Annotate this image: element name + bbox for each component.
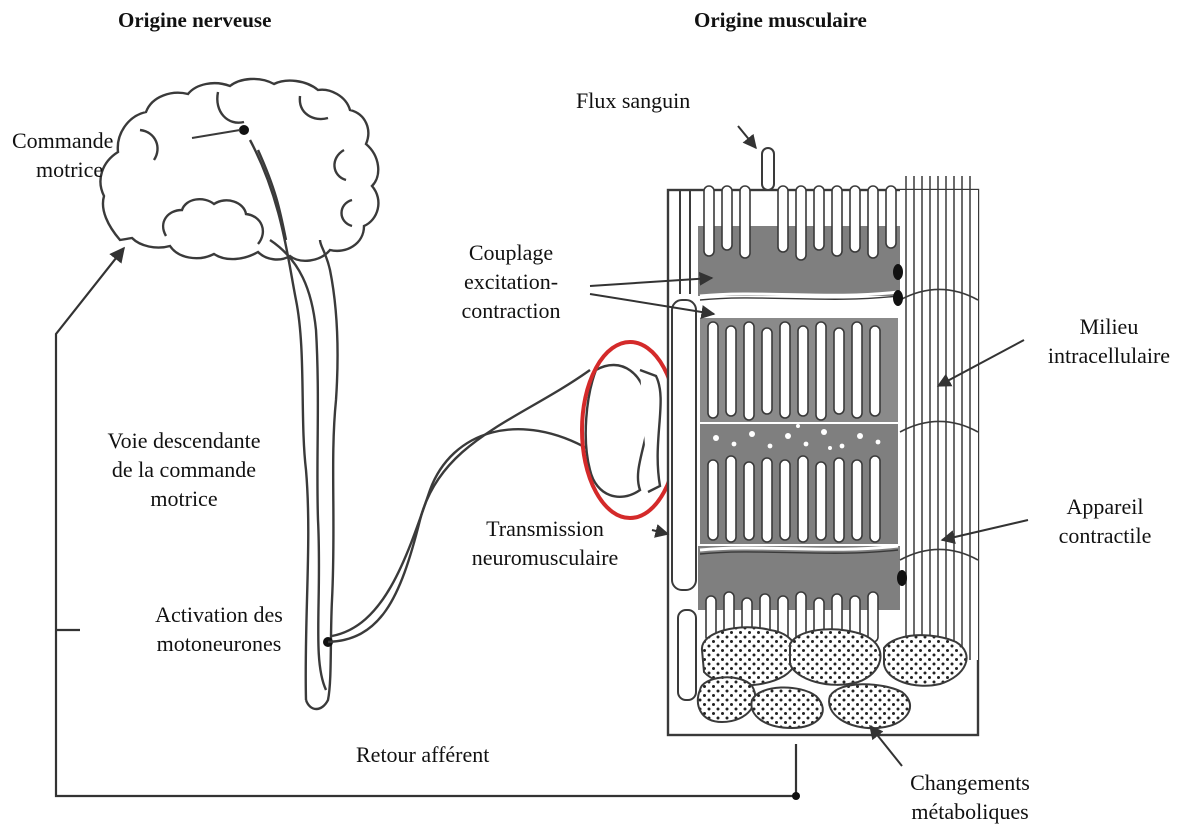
motor-command-neuron [239,125,249,135]
afferent-loop-node [792,792,800,800]
header-muscular-origin: Origine musculaire [694,6,867,35]
header-nervous-origin: Origine nerveuse [118,6,271,35]
neuromuscular-junction [586,365,661,497]
label-metabolic-changes: Changements métaboliques [880,768,1060,826]
label-neuromuscular-transmission: Transmission neuromusculaire [440,514,650,572]
label-ec-coupling: Couplage excitation- contraction [436,238,586,325]
muscle-fiber [668,148,978,735]
motor-axon [328,370,590,642]
nmt-arrow [652,530,668,534]
label-blood-flow: Flux sanguin [576,86,690,115]
label-afferent-feedback: Retour afférent [356,740,489,769]
label-descending-pathway: Voie descendante de la commande motrice [78,426,290,513]
label-motor-command: Commande motrice [12,126,113,184]
label-contractile-apparatus: Appareil contractile [1030,492,1180,550]
label-motoneuron-activation: Activation des motoneurones [124,600,314,658]
brain-outline [100,79,378,261]
motor-command-pointer [192,130,240,138]
label-intracellular-medium: Milieu intracellulaire [1024,312,1194,370]
blood-flow-arrow [738,126,756,148]
